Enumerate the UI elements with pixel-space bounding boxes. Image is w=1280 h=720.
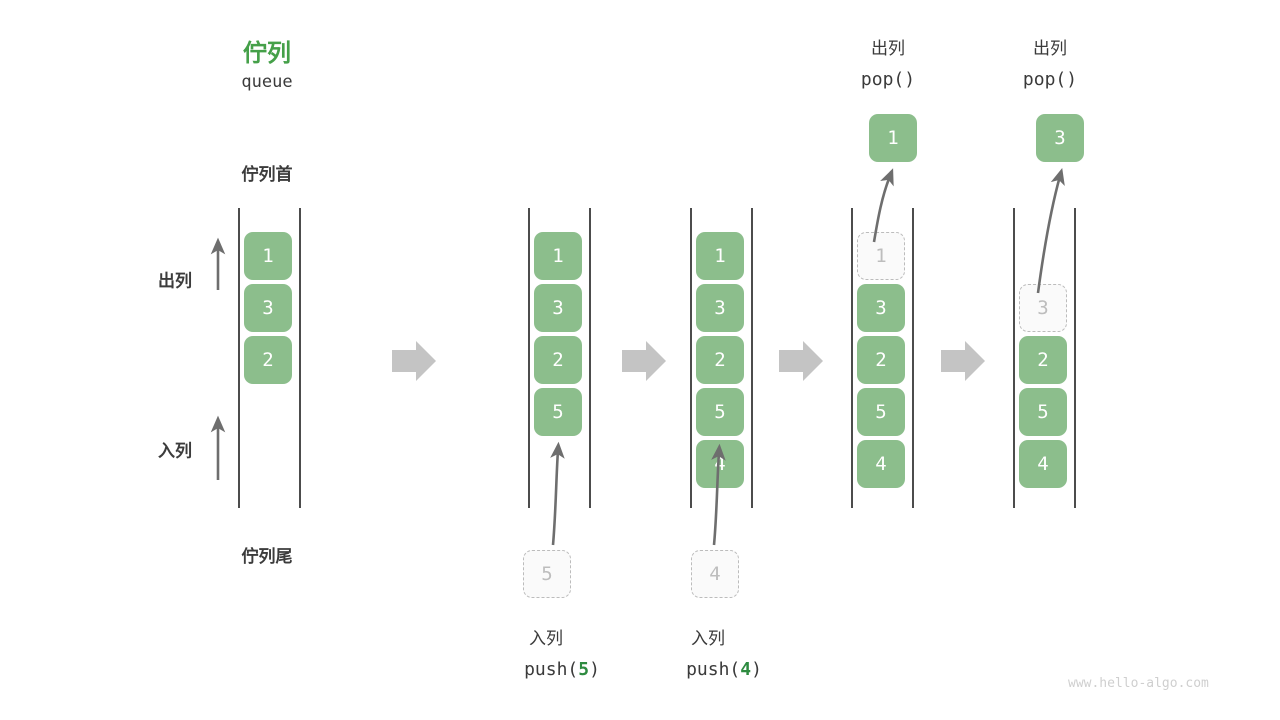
cell-col2-2: 2: [534, 336, 582, 384]
diagram-title-cn: 佇列: [243, 40, 291, 67]
op-code-prefix: push(: [686, 659, 741, 680]
push-5-arrow: [550, 441, 565, 546]
op-code-suffix: ): [904, 69, 916, 90]
cell-col1-1: 3: [244, 284, 292, 332]
rail-left-col3: [690, 208, 692, 508]
cell-col4-0-ghost: 1: [857, 232, 905, 280]
queue-head-label: 佇列首: [241, 165, 293, 184]
floating-ghost-push-5: 5: [523, 550, 571, 598]
cell-col2-3: 5: [534, 388, 582, 436]
cell-col4-4: 4: [857, 440, 905, 488]
op-code-arg: 4: [740, 659, 752, 680]
op-code-suffix: ): [751, 659, 762, 680]
cell-col2-1: 3: [534, 284, 582, 332]
rail-right-col1: [299, 208, 301, 508]
floating-popped-1: 1: [869, 114, 917, 162]
rail-left-col5: [1013, 208, 1015, 508]
enqueue-direction-label: 入列: [158, 441, 192, 461]
rail-right-col3: [751, 208, 753, 508]
step-pop-1-op-code: pop(): [861, 69, 915, 90]
queue-tail-label: 佇列尾: [241, 547, 293, 566]
floating-popped-3: 3: [1036, 114, 1084, 162]
rail-left-col1: [238, 208, 240, 508]
op-code-arg: 5: [578, 659, 590, 680]
diagram-title-en: queue: [241, 72, 293, 92]
step-push-4-op-cn: 入列: [691, 629, 725, 648]
op-code-prefix: pop(: [1022, 69, 1067, 90]
cell-col5-0-ghost: 3: [1019, 284, 1067, 332]
cell-col5-1: 2: [1019, 336, 1067, 384]
cell-col1-2: 2: [244, 336, 292, 384]
floating-ghost-push-4: 4: [691, 550, 739, 598]
cell-col4-3: 5: [857, 388, 905, 436]
pop-3-arrow: [1036, 167, 1065, 294]
rail-right-col5: [1074, 208, 1076, 508]
rail-right-col4: [912, 208, 914, 508]
cell-col3-1: 3: [696, 284, 744, 332]
cell-col1-0: 1: [244, 232, 292, 280]
step-pop-1-op-cn: 出列: [871, 39, 905, 58]
rail-left-col2: [528, 208, 530, 508]
op-code-prefix: push(: [524, 659, 579, 680]
op-code-suffix: ): [589, 659, 600, 680]
cell-col3-3: 5: [696, 388, 744, 436]
rail-right-col2: [589, 208, 591, 508]
step-pop-3-op-cn: 出列: [1033, 39, 1067, 58]
dequeue-direction-label: 出列: [158, 271, 192, 291]
watermark: www.hello-algo.com: [1068, 676, 1209, 691]
cell-col4-1: 3: [857, 284, 905, 332]
transition-arrow-2: [622, 341, 666, 381]
rail-left-col4: [851, 208, 853, 508]
transition-arrow-3: [779, 341, 823, 381]
cell-col5-3: 4: [1019, 440, 1067, 488]
step-push-4-op-code: push(4): [686, 659, 762, 680]
op-code-prefix: pop(: [860, 69, 905, 90]
step-push-5-op-cn: 入列: [529, 629, 563, 648]
cell-col3-0: 1: [696, 232, 744, 280]
step-pop-3-op-code: pop(): [1023, 69, 1077, 90]
transition-arrow-4: [941, 341, 985, 381]
cell-col5-2: 5: [1019, 388, 1067, 436]
step-push-5-op-code: push(5): [524, 659, 600, 680]
op-code-suffix: ): [1066, 69, 1078, 90]
cell-col3-2: 2: [696, 336, 744, 384]
cell-col3-4: 4: [696, 440, 744, 488]
transition-arrow-1: [392, 341, 436, 381]
cell-col2-0: 1: [534, 232, 582, 280]
cell-col4-2: 2: [857, 336, 905, 384]
